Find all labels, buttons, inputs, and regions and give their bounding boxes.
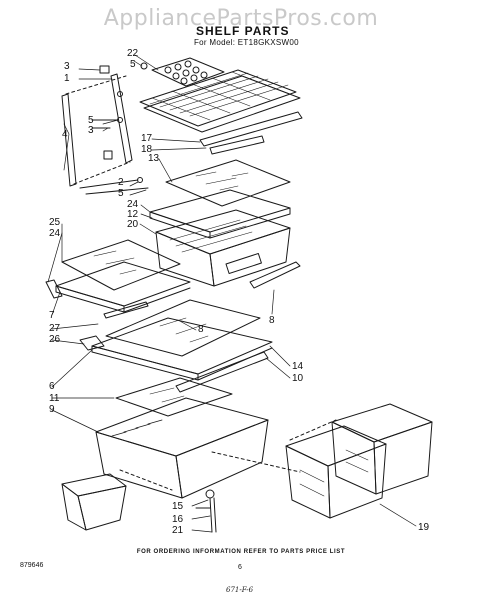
lower-crisper-pan [95, 397, 269, 499]
handwritten-note: 671-F-6 [226, 586, 254, 594]
glass-shelf-upper [149, 159, 291, 239]
callout-21: 21 [172, 525, 184, 536]
callout-24b: 24 [49, 228, 61, 239]
drawer-roller [195, 489, 217, 533]
callout-15: 15 [172, 501, 184, 512]
watermark: AppliancePartsPros.com [103, 6, 379, 31]
glass-shelf-lower [79, 299, 273, 393]
callout-12: 12 [127, 209, 139, 220]
callout-4: 4 [62, 129, 68, 140]
model-number: For Model: ET18GKXSW00 [194, 38, 299, 47]
callout-22: 22 [127, 48, 139, 59]
callout-11: 11 [49, 393, 60, 404]
callout-19: 19 [418, 522, 430, 533]
callout-1: 1 [64, 73, 70, 84]
callout-3b: 3 [88, 125, 94, 136]
callout-27: 27 [49, 323, 61, 334]
glass-shelf-middle [45, 239, 191, 319]
crisper-drawers [211, 403, 433, 519]
callout-9: 9 [49, 404, 55, 415]
callout-20: 20 [127, 219, 139, 230]
shelf-support-rails [61, 62, 149, 195]
callout-24: 24 [127, 199, 139, 210]
shelf-trim [199, 111, 303, 155]
callout-10: 10 [292, 373, 304, 384]
callout-13: 13 [148, 153, 160, 164]
side-rail-right [249, 261, 301, 289]
document-number: 879646 [20, 562, 44, 569]
callout-8-middle: 8 [198, 324, 204, 335]
wire-shelf [139, 57, 301, 133]
upper-crisper-pan [155, 209, 291, 287]
page-title: SHELF PARTS [196, 24, 290, 38]
callout-8-right: 8 [269, 315, 275, 326]
callout-16: 16 [172, 514, 184, 525]
callout-3: 3 [64, 61, 70, 72]
callout-17: 17 [141, 133, 153, 144]
leader-lines [47, 54, 417, 533]
callout-5b: 5 [88, 115, 94, 126]
callout-14: 14 [292, 361, 304, 372]
callout-6: 6 [49, 381, 55, 392]
callout-18: 18 [141, 144, 153, 155]
drawer-bin [61, 473, 127, 531]
callout-7: 7 [49, 310, 55, 321]
callout-2: 2 [118, 177, 124, 188]
callout-25: 25 [49, 217, 61, 228]
callout-5: 5 [130, 59, 136, 70]
crisper-cover [115, 377, 233, 417]
callout-26: 26 [49, 334, 61, 345]
page-number: 6 [238, 564, 242, 571]
callout-5c: 5 [118, 188, 124, 199]
ordering-info-footer: FOR ORDERING INFORMATION REFER TO PARTS … [136, 549, 346, 555]
